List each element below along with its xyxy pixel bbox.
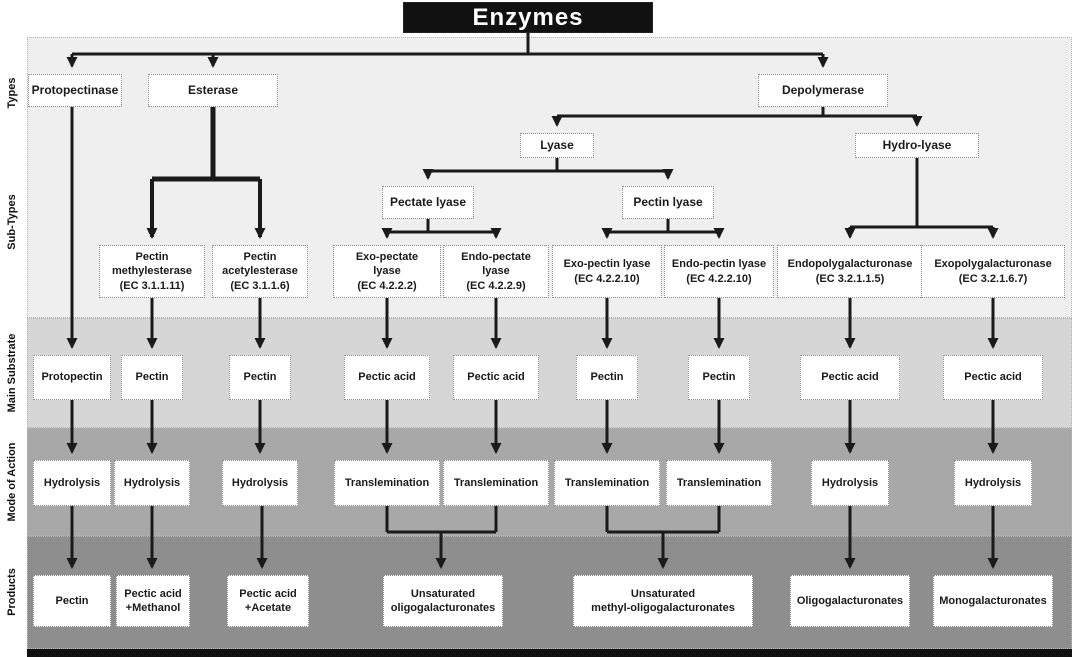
substrate-pectic-acid-4: Pectic acid bbox=[344, 355, 430, 400]
mode-hydrolysis-3: Hydrolysis bbox=[222, 460, 298, 506]
node-pectin-lyase: Pectin lyase bbox=[622, 186, 714, 219]
node-exo-pectin-lyase: Exo-pectin lyase (EC 4.2.2.10) bbox=[552, 245, 662, 298]
mode-translemination-6: Translemination bbox=[554, 460, 660, 506]
substrate-pectin-2: Pectin bbox=[121, 355, 183, 400]
node-exopolygalacturonase: Exopolygalacturonase (EC 3.2.1.6.7) bbox=[921, 245, 1065, 298]
band-mode-of-action bbox=[27, 428, 1072, 536]
product-monogalacturonates: Monogalacturonates bbox=[933, 575, 1053, 627]
substrate-pectin-3: Pectin bbox=[229, 355, 291, 400]
product-unsaturated-methyl-oligogalacturonates: Unsaturated methyl-oligogalacturonates bbox=[573, 575, 753, 627]
mode-hydrolysis-2: Hydrolysis bbox=[114, 460, 190, 506]
mode-translemination-7: Translemination bbox=[666, 460, 772, 506]
substrate-pectin-6: Pectin bbox=[576, 355, 638, 400]
node-hydro-lyase: Hydro-lyase bbox=[855, 133, 979, 158]
substrate-pectic-acid-9: Pectic acid bbox=[943, 355, 1043, 400]
node-esterase: Esterase bbox=[148, 74, 278, 107]
mode-translemination-5: Translemination bbox=[443, 460, 549, 506]
node-pectin-acetylesterase: Pectin acetylesterase (EC 3.1.1.6) bbox=[212, 245, 308, 298]
substrate-protopectin: Protopectin bbox=[33, 355, 111, 400]
substrate-pectic-acid-5: Pectic acid bbox=[453, 355, 539, 400]
node-endo-pectate-lyase: Endo-pectate lyase (EC 4.2.2.9) bbox=[443, 245, 549, 298]
node-protopectinase: Protopectinase bbox=[28, 74, 122, 107]
row-label-sub-types: Sub-Types bbox=[6, 194, 18, 250]
node-depolymerase: Depolymerase bbox=[758, 74, 888, 107]
row-label-types: Types bbox=[6, 77, 18, 109]
bottom-bar bbox=[27, 649, 1072, 657]
row-label-main-substrate: Main Substrate bbox=[6, 333, 18, 413]
node-endo-pectin-lyase: Endo-pectin lyase (EC 4.2.2.10) bbox=[664, 245, 774, 298]
product-pectic-acid-acetate: Pectic acid +Acetate bbox=[227, 575, 309, 627]
node-endopolygalacturonase: Endopolygalacturonase (EC 3.2.1.1.5) bbox=[777, 245, 923, 298]
node-lyase: Lyase bbox=[520, 133, 594, 158]
mode-hydrolysis-1: Hydrolysis bbox=[33, 460, 111, 506]
product-oligogalacturonates: Oligogalacturonates bbox=[790, 575, 910, 627]
mode-hydrolysis-9: Hydrolysis bbox=[954, 460, 1032, 506]
substrate-pectin-7: Pectin bbox=[688, 355, 750, 400]
node-pectate-lyase: Pectate lyase bbox=[382, 186, 474, 219]
product-pectic-acid-methanol: Pectic acid +Methanol bbox=[116, 575, 190, 627]
product-unsaturated-oligogalacturonates: Unsaturated oligogalacturonates bbox=[383, 575, 503, 627]
substrate-pectic-acid-8: Pectic acid bbox=[800, 355, 900, 400]
row-label-products: Products bbox=[6, 568, 18, 616]
node-exo-pectate-lyase: Exo-pectate lyase (EC 4.2.2.2) bbox=[333, 245, 441, 298]
band-main-substrate bbox=[27, 318, 1072, 428]
node-pectin-methylesterase: Pectin methylesterase (EC 3.1.1.11) bbox=[99, 245, 205, 298]
mode-translemination-4: Translemination bbox=[334, 460, 440, 506]
diagram-title: Enzymes bbox=[403, 2, 653, 33]
product-pectin: Pectin bbox=[33, 575, 111, 627]
row-label-mode-of-action: Mode of Action bbox=[6, 442, 18, 522]
mode-hydrolysis-8: Hydrolysis bbox=[811, 460, 889, 506]
